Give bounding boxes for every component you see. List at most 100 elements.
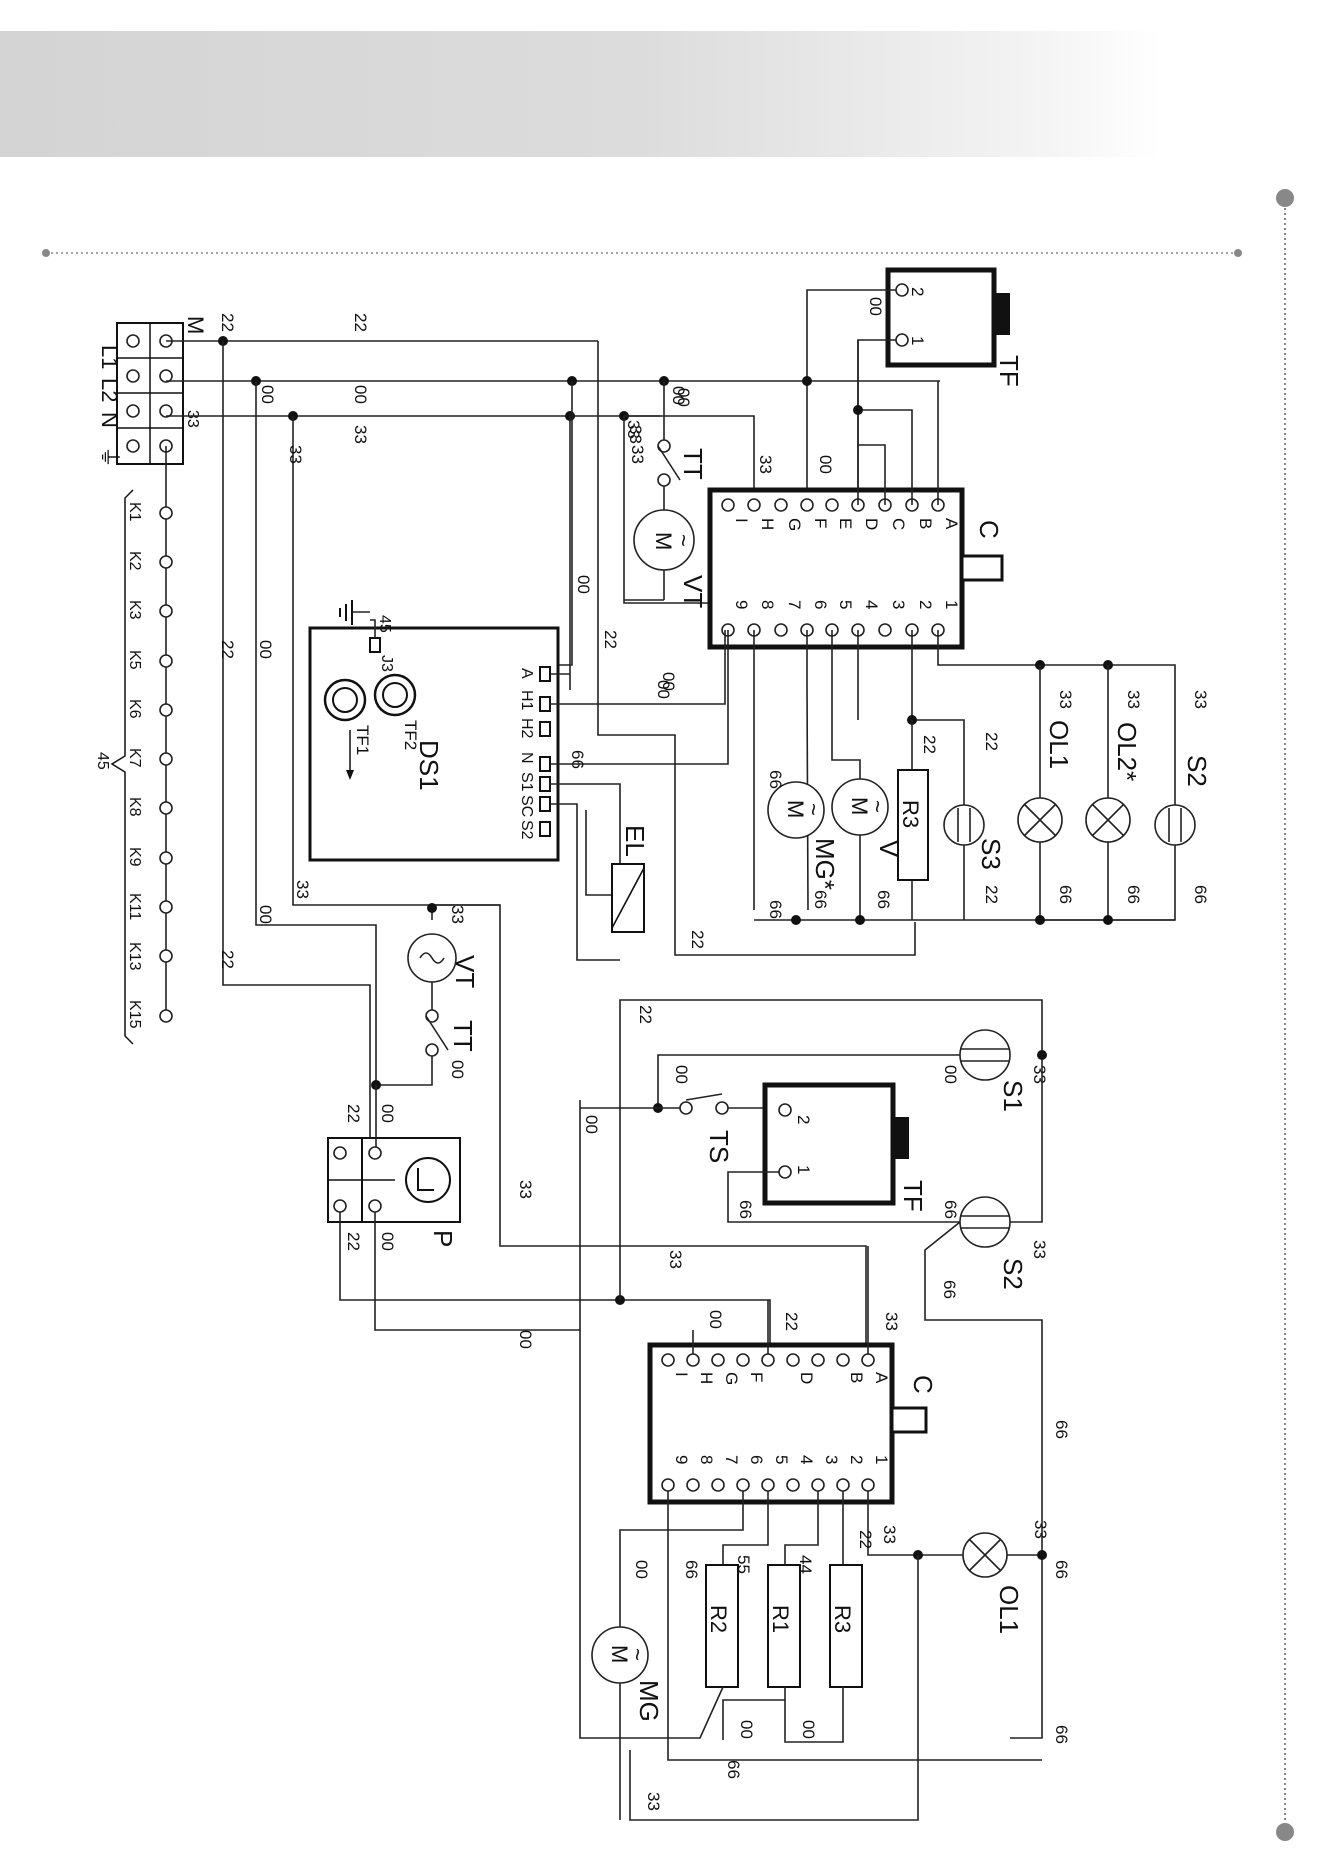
svg-text:00: 00 (816, 455, 835, 474)
svg-text:22: 22 (856, 1530, 875, 1549)
svg-text:S2: S2 (1182, 755, 1212, 787)
svg-text:22: 22 (920, 735, 939, 754)
svg-text:33: 33 (516, 1180, 535, 1199)
svg-text:S3: S3 (976, 838, 1006, 870)
el-element: EL (611, 825, 650, 933)
ds1-label: DS1 (414, 740, 444, 791)
vt-upper-label: VT (678, 575, 708, 608)
svg-text:33: 33 (1030, 1240, 1049, 1259)
p-switch: P 22 00 22 00 (327, 1085, 771, 1345)
svg-text:1: 1 (794, 1165, 813, 1174)
svg-text:B: B (916, 518, 935, 529)
svg-text:33: 33 (286, 445, 305, 464)
svg-text:OL2*: OL2* (1112, 722, 1142, 781)
svg-text:22: 22 (982, 885, 1001, 904)
svg-text:K8: K8 (126, 797, 143, 817)
svg-text:4: 4 (797, 1455, 816, 1464)
svg-text:8: 8 (697, 1455, 716, 1464)
svg-text:S1: S1 (518, 772, 535, 792)
svg-text:R3: R3 (898, 800, 923, 828)
svg-text:K6: K6 (126, 699, 143, 719)
svg-text:J3: J3 (378, 655, 395, 672)
svg-text:M: M (783, 800, 808, 818)
svg-text:45: 45 (94, 752, 111, 770)
svg-text:66: 66 (1052, 1560, 1071, 1579)
svg-text:00: 00 (654, 680, 673, 699)
svg-text:00: 00 (866, 297, 885, 316)
svg-text:00: 00 (674, 388, 693, 407)
svg-text:66: 66 (1052, 1420, 1071, 1439)
c-block-upper: C A B C D E F G H I 1 2 3 4 (707, 340, 1004, 650)
svg-text:00: 00 (256, 640, 275, 659)
svg-text:~: ~ (671, 534, 696, 547)
svg-text:D: D (862, 518, 881, 530)
svg-text:33: 33 (1124, 690, 1143, 709)
svg-text:00: 00 (632, 1560, 651, 1579)
svg-text:00: 00 (659, 672, 678, 691)
svg-text:33: 33 (448, 905, 467, 924)
svg-text:33: 33 (628, 445, 647, 464)
tf-upper: 2 1 TF 00 (806, 267, 1024, 505)
svg-text:E: E (836, 518, 855, 529)
svg-text:TF2: TF2 (401, 720, 420, 750)
svg-text:33: 33 (1031, 1520, 1050, 1539)
svg-text:VT: VT (450, 955, 480, 988)
vt-tt-lower: VT 33 TT 00 (371, 903, 500, 1090)
svg-text:00: 00 (582, 1115, 601, 1134)
k-terminal-strip: K1 K2 K3 K5 K6 K7 K8 K9 K11 K13 K15 45 (94, 446, 173, 1045)
svg-text:33: 33 (624, 420, 643, 439)
svg-text:66: 66 (874, 890, 893, 909)
svg-text:00: 00 (941, 1065, 960, 1084)
svg-text:A: A (872, 1372, 891, 1384)
svg-text:K1: K1 (126, 502, 143, 522)
tb-label-l1: L1 (97, 345, 122, 369)
svg-text:00: 00 (448, 1060, 467, 1079)
svg-text:K7: K7 (126, 748, 143, 768)
svg-text:K9: K9 (126, 847, 143, 867)
svg-text:1: 1 (872, 1455, 891, 1464)
lower-bottom-components: OL1 33 33 33 R3 22 00 R1 44 00 R2 55 M ~… (579, 1330, 1050, 1821)
svg-text:33: 33 (293, 880, 312, 899)
svg-text:22: 22 (351, 313, 370, 332)
svg-text:00: 00 (669, 386, 688, 405)
svg-text:66: 66 (1191, 885, 1210, 904)
lower-right-switches: 22 S1 33 00 00 TS 00 2 1 TF 66 S2 (580, 999, 1071, 1744)
tt-vt-upper: M ~ TT VT 00 33 33 (624, 381, 775, 608)
svg-text:S2: S2 (518, 820, 535, 840)
svg-text:K11: K11 (126, 893, 143, 920)
tb-label-n: N (97, 412, 122, 428)
svg-text:P: P (428, 1230, 458, 1247)
svg-text:45: 45 (376, 615, 393, 633)
svg-text:00: 00 (516, 1330, 535, 1349)
svg-text:00: 00 (799, 1720, 818, 1739)
svg-text:22: 22 (636, 1005, 655, 1024)
svg-text:H: H (758, 518, 777, 530)
svg-text:22: 22 (218, 950, 237, 969)
svg-text:2: 2 (847, 1455, 866, 1464)
svg-text:66: 66 (1052, 1725, 1071, 1744)
svg-text:44: 44 (796, 1555, 815, 1574)
svg-text:55: 55 (734, 1555, 753, 1574)
svg-text:66: 66 (766, 900, 785, 919)
svg-text:I: I (672, 1372, 691, 1377)
svg-text:TF1: TF1 (353, 725, 372, 755)
svg-text:9: 9 (672, 1455, 691, 1464)
svg-text:66: 66 (1056, 885, 1075, 904)
svg-text:F: F (811, 518, 830, 528)
svg-text:MG: MG (634, 1680, 664, 1722)
terminal-block: L1 L2 N ⏚ M 33 (97, 316, 208, 468)
svg-text:22: 22 (344, 1232, 363, 1251)
tb-label-m: M (183, 316, 208, 334)
svg-text:A: A (518, 668, 535, 679)
svg-text:33: 33 (1191, 690, 1210, 709)
svg-text:H1: H1 (518, 690, 535, 711)
svg-text:9: 9 (732, 600, 751, 609)
svg-text:D: D (797, 1372, 816, 1384)
svg-text:22: 22 (218, 313, 237, 332)
svg-text:1: 1 (942, 600, 961, 609)
svg-text:3: 3 (822, 1455, 841, 1464)
svg-text:66: 66 (766, 770, 785, 789)
header-band (0, 31, 1160, 157)
bus-wire-codes: 22 22 00 00 33 33 22 00 22 00 33 00 22 0… (218, 313, 688, 969)
svg-text:22: 22 (344, 1104, 363, 1123)
